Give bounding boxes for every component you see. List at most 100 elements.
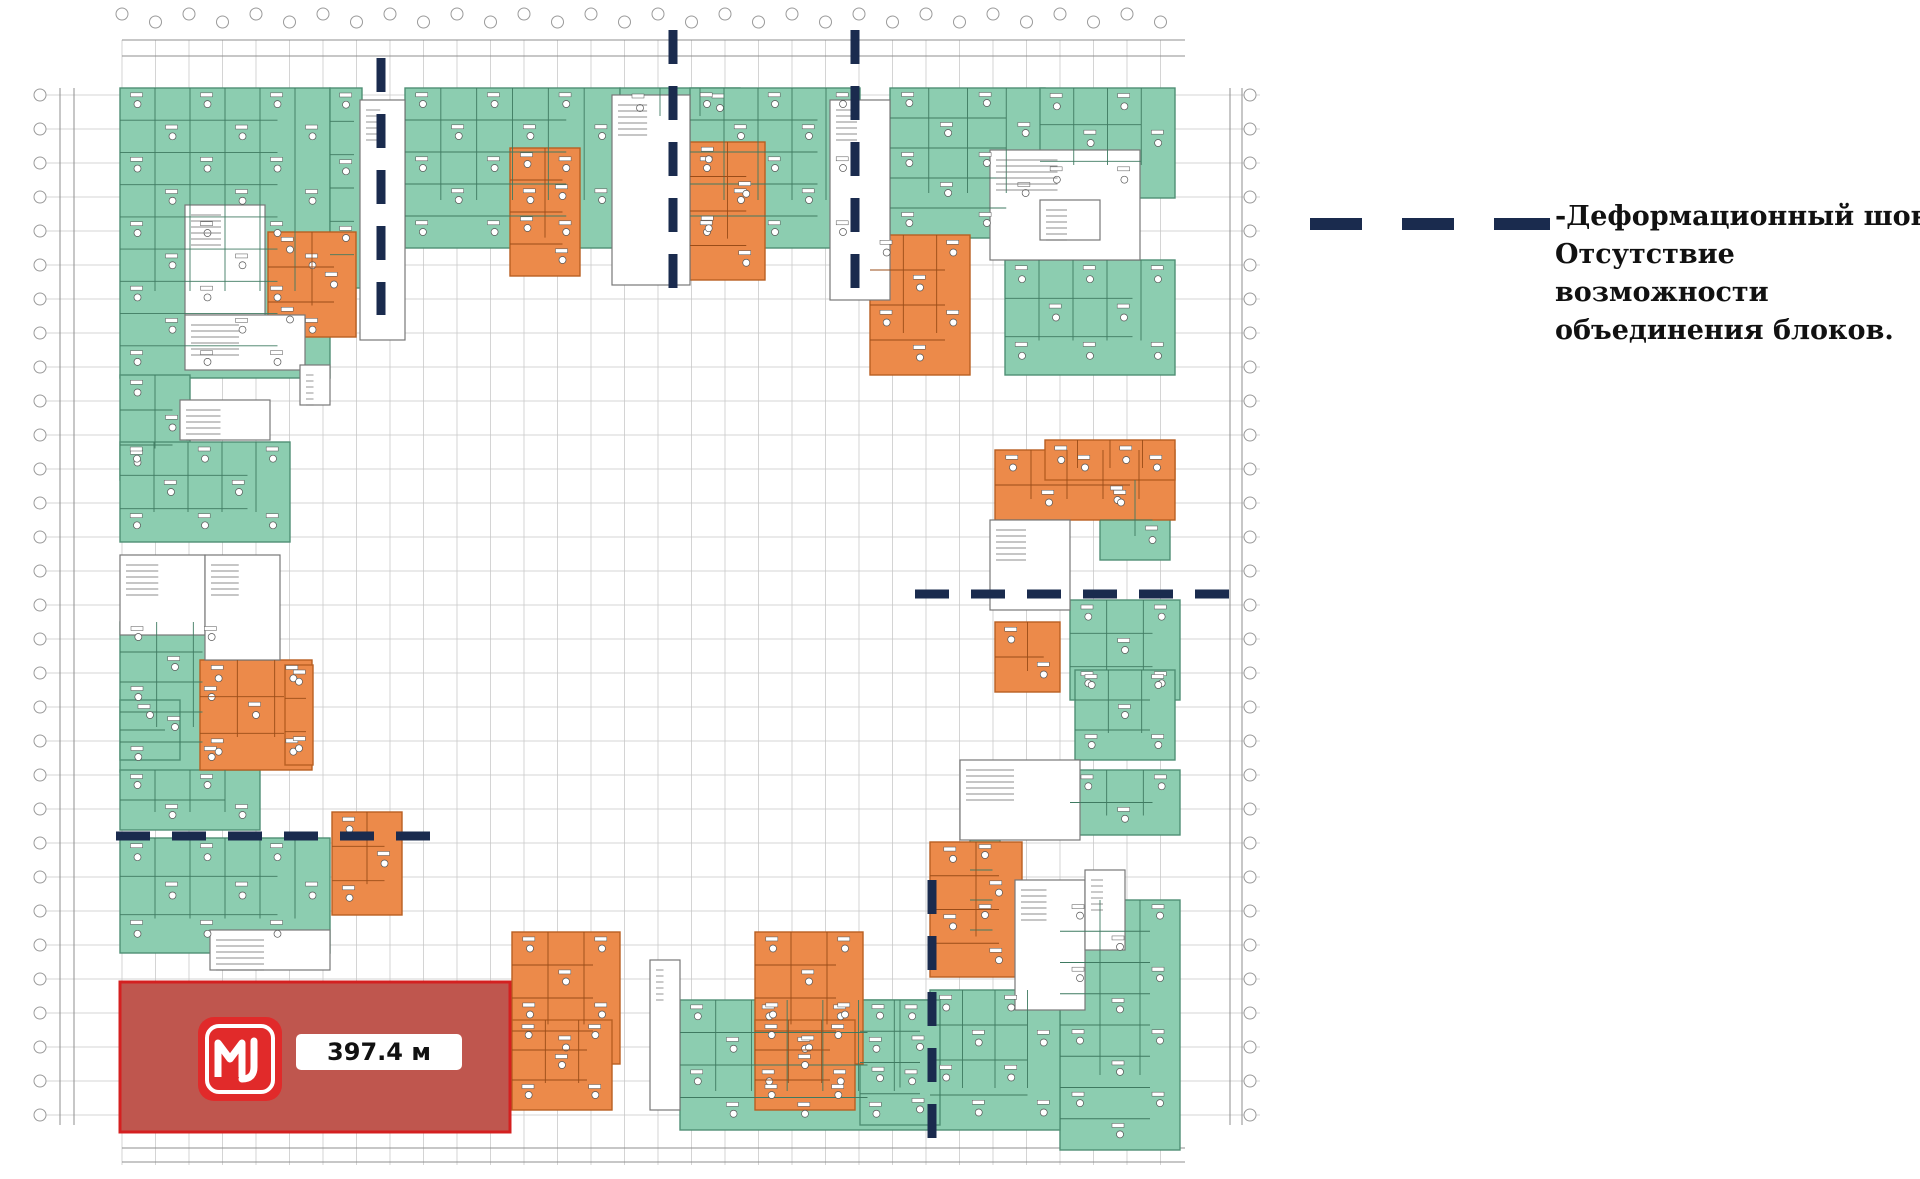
room-tag [798,1054,811,1059]
room-tag [342,885,355,891]
fixture [308,261,317,270]
fixture [836,1077,845,1086]
room-tag [165,415,178,420]
room-tag [699,92,713,98]
room-tag [943,846,957,852]
room-tag [1111,1123,1125,1128]
room-tag [767,92,781,98]
room-tag [130,843,143,848]
fixture [1009,463,1017,472]
magnit-logo-icon [198,1017,282,1101]
room-tag [270,221,283,226]
axis-bubble [1243,734,1257,748]
fixture [295,744,303,753]
fixture [168,811,177,819]
axis-bubble [33,190,47,204]
fixture [133,229,142,237]
fixture [203,781,212,789]
fixture [771,100,779,108]
fixture [133,100,142,108]
fixture [949,248,958,257]
room-tag [1111,998,1125,1003]
fixture [201,521,209,530]
room-tag [1151,1029,1165,1034]
room-tag [738,181,751,186]
fixture [308,196,317,205]
room-tag [1041,490,1055,495]
fixture [558,256,567,264]
fixture [1007,635,1016,644]
fixture [1021,189,1030,197]
fixture [308,891,317,900]
logo-frame [205,1024,275,1094]
room-tag [901,212,914,217]
room-tag [761,1069,775,1075]
room-tag [520,216,533,222]
room-tag [978,92,992,97]
room-tag [130,157,143,162]
room-tag [1151,966,1165,972]
axis-bubble [1243,326,1257,340]
fixture [1116,1068,1124,1076]
axis-bubble [484,15,497,29]
room-tag [1084,734,1098,739]
axis-bubble [33,88,47,102]
axis-bubble [1243,564,1257,578]
fixture [168,891,177,900]
axis-bubble [33,734,47,748]
room-tag [521,1084,535,1089]
fixture [908,1012,916,1021]
fixture [308,325,317,334]
room-tag [265,446,279,452]
fixture [238,196,247,205]
room-tag [137,704,151,709]
fixture [1087,681,1096,689]
fixture [171,723,179,731]
fixture [805,196,813,204]
room-tag [558,220,572,226]
fixture [214,674,223,683]
fixture [1120,102,1129,111]
fixture [703,100,711,108]
room-tag [558,156,572,162]
fixture [171,663,179,671]
fixture [905,99,914,107]
room-tag [831,1024,844,1029]
room-tag [235,318,248,323]
fixture [1116,943,1124,951]
axis-bubble [283,15,296,29]
room-tag [235,881,248,887]
fixture [872,1109,881,1118]
room-tag [904,1004,918,1010]
room-tag [130,774,143,779]
room-tag [200,221,213,226]
axis-bubble [1243,836,1257,850]
room-tag [831,1084,844,1089]
fixture [1018,275,1026,284]
axis-bubble [886,15,899,29]
room-tag [204,626,217,631]
axis-bubble [33,530,47,544]
room-tag [869,1102,882,1107]
fixture [342,100,350,109]
fixture [1086,351,1094,360]
room-tag [594,936,608,942]
room-tag [231,480,245,485]
fixture [526,196,535,204]
fixture [1148,536,1157,544]
axis-bubble [718,7,732,21]
fixture [1087,741,1096,749]
room-tag [197,446,211,452]
axis-bubble [819,15,832,29]
room-tag [522,1002,536,1008]
fixture [168,261,177,270]
room-tag [163,480,177,485]
fixture [1052,313,1060,322]
fixture [168,132,177,141]
room-tag [801,1035,815,1041]
room-tag [1151,1091,1165,1097]
room-tag [588,1024,601,1029]
room-tag [699,220,713,226]
axis-bubble [33,768,47,782]
room-tag [197,513,211,518]
